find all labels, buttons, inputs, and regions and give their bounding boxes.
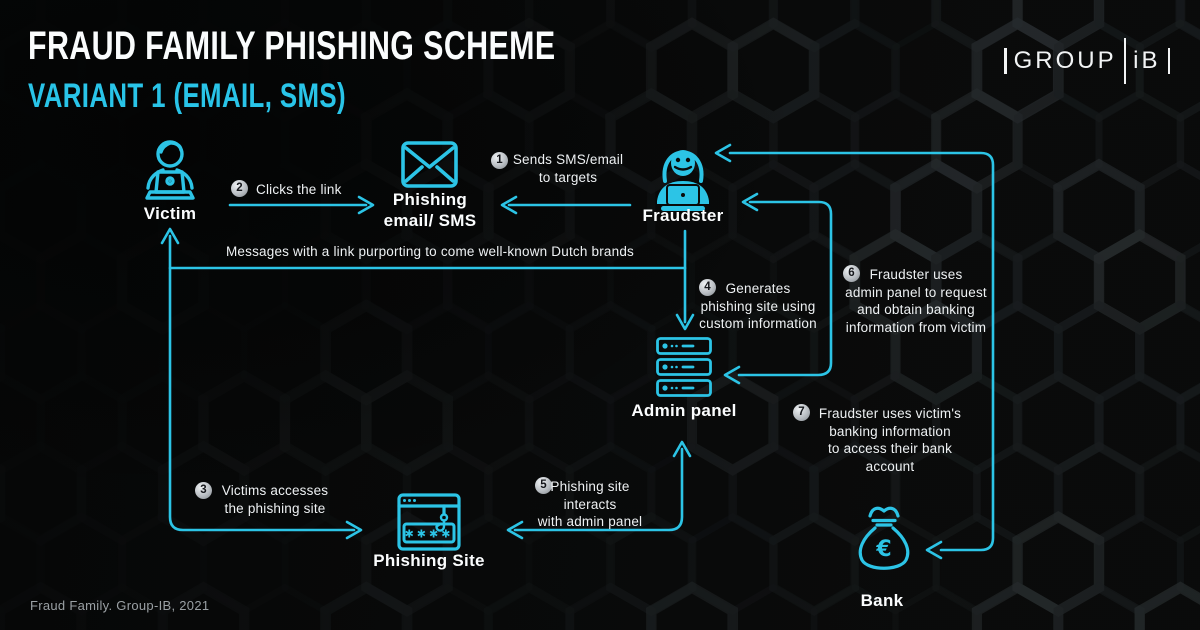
page-subtitle: VARIANT 1 (EMAIL, SMS) <box>28 77 346 115</box>
step-2-text: Clicks the link <box>256 182 342 197</box>
step-4-text: Generates phishing site using custom inf… <box>699 281 817 332</box>
phishing-email-label: Phishing email/ SMS <box>383 190 477 231</box>
admin-panel-icon <box>656 337 712 397</box>
step-1-text: Sends SMS/email to targets <box>512 152 624 185</box>
messages-note: Messages with a link purporting to come … <box>225 244 635 259</box>
page-title: FRAUD FAMILY PHISHING SCHEME <box>28 24 556 68</box>
step-2-badge: 2 <box>231 180 248 197</box>
victim-icon <box>145 140 195 200</box>
fraudster-icon <box>657 150 709 211</box>
fraudster-label: Fraudster <box>642 206 724 225</box>
bank-label: Bank <box>860 591 904 610</box>
victim-label: Victim <box>143 204 197 223</box>
step-1-badge: 1 <box>491 152 508 169</box>
logo-text-group: GROUP <box>1013 47 1117 74</box>
step-5-text: Phishing site interacts with admin panel <box>537 479 643 530</box>
logo-bar-left <box>1004 48 1007 74</box>
bank-icon: € <box>858 506 910 570</box>
admin-panel-label: Admin panel <box>631 401 737 420</box>
logo-text-ib: iB <box>1133 47 1161 74</box>
step-6-text: Fraudster uses admin panel to request an… <box>845 267 987 335</box>
phishing-site-label: Phishing Site <box>373 551 485 570</box>
step-3-text: Victims accesses the phishing site <box>221 483 329 516</box>
footer-credit: Fraud Family. Group-IB, 2021 <box>30 598 210 613</box>
phishing-email-icon <box>401 141 458 188</box>
phishing-site-icon: ✱✱✱✱ <box>397 493 461 551</box>
groupib-logo: GROUP iB <box>1004 38 1170 84</box>
euro-symbol: € <box>875 537 891 562</box>
password-mask-text: ✱✱✱✱ <box>405 528 454 541</box>
logo-bar-middle <box>1123 38 1127 84</box>
logo-bar-right <box>1167 48 1170 74</box>
step-3-badge: 3 <box>195 482 212 499</box>
step-7-text: Fraudster uses victim's banking informat… <box>818 406 962 474</box>
